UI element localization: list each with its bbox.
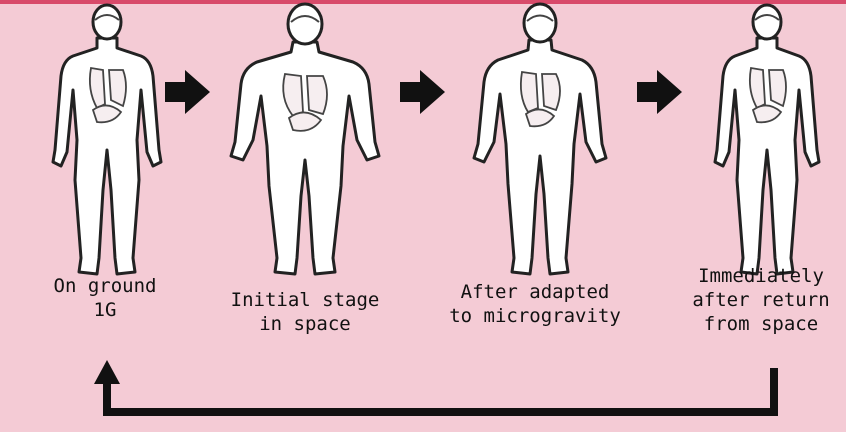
stage-label-after-adapted: After adapted to microgravity: [430, 280, 640, 328]
human-figure-icon: [53, 5, 161, 274]
stage-label-line: On ground: [30, 274, 180, 298]
stage-label-line: 1G: [30, 298, 180, 322]
stage-label-line: in space: [210, 312, 400, 336]
stage-label-initial-stage: Initial stage in space: [210, 288, 400, 336]
figure-after-return: [715, 5, 819, 274]
arrow-right-icon: [400, 70, 445, 114]
stage-label-on-ground: On ground 1G: [30, 274, 180, 322]
stage-label-line: to microgravity: [430, 304, 640, 328]
stage-label-line: Initial stage: [210, 288, 400, 312]
arrow-right-icon: [637, 70, 682, 114]
return-arrow-head-icon: [94, 360, 120, 384]
arrow-right-icon: [165, 70, 210, 114]
stage-label-line: Immediately: [680, 264, 842, 288]
figure-initial-stage: [231, 4, 379, 274]
stage-label-after-return: Immediately after return from space: [680, 264, 842, 336]
human-figure-icon: [231, 4, 379, 274]
human-figure-icon: [715, 5, 819, 274]
return-loop-arrow: [107, 368, 774, 412]
figure-after-adapted: [474, 4, 606, 274]
figure-on-ground: [53, 5, 161, 274]
stage-label-line: after return: [680, 288, 842, 312]
human-figure-icon: [474, 4, 606, 274]
top-border: [0, 0, 846, 4]
stage-label-line: After adapted: [430, 280, 640, 304]
stage-label-line: from space: [680, 312, 842, 336]
